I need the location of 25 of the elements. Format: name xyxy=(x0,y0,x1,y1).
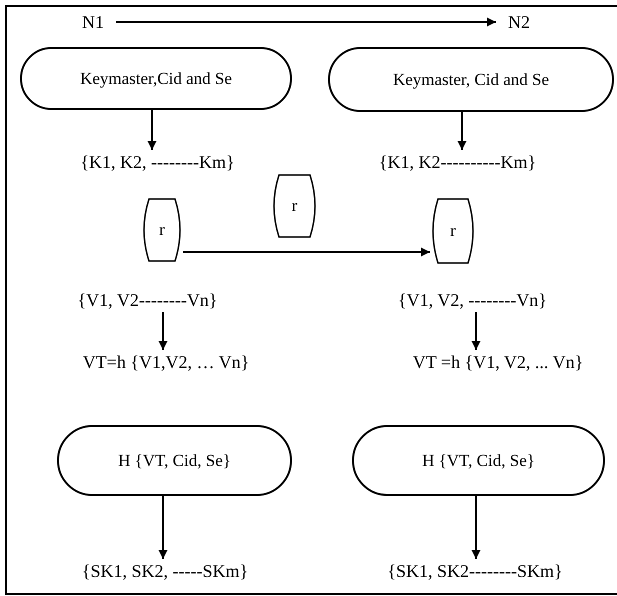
node-label: N1 xyxy=(70,10,116,34)
rounded-box: r xyxy=(430,198,476,264)
rounded-box: r xyxy=(141,198,183,262)
terminal-box: H {VT, Cid, Se} xyxy=(352,425,605,496)
arrow xyxy=(458,112,466,150)
node-label: {V1, V2--------Vn} xyxy=(50,288,245,312)
arrow xyxy=(148,110,156,150)
arrow xyxy=(472,496,480,559)
node-label: {K1, K2----------Km} xyxy=(345,150,570,174)
node-label: N2 xyxy=(496,10,542,34)
node-label: {SK1, SK2--------SKm} xyxy=(355,559,595,583)
arrow xyxy=(116,18,496,26)
arrow xyxy=(472,312,480,350)
terminal-box: H {VT, Cid, Se} xyxy=(57,425,292,496)
node-label: VT =h {V1, V2, ... Vn} xyxy=(380,350,616,374)
terminal-box: Keymaster,Cid and Se xyxy=(20,47,292,110)
rounded-box: r xyxy=(271,174,318,238)
arrow xyxy=(158,496,168,559)
terminal-box: Keymaster, Cid and Se xyxy=(328,47,614,112)
node-label: {V1, V2, --------Vn} xyxy=(370,288,575,312)
arrow xyxy=(158,312,168,350)
node-label: {SK1, SK2, -----SKm} xyxy=(50,559,280,583)
node-label: VT=h {V1,V2, … Vn} xyxy=(50,350,282,374)
arrow xyxy=(183,248,430,256)
node-label: {K1, K2, --------Km} xyxy=(50,150,265,174)
